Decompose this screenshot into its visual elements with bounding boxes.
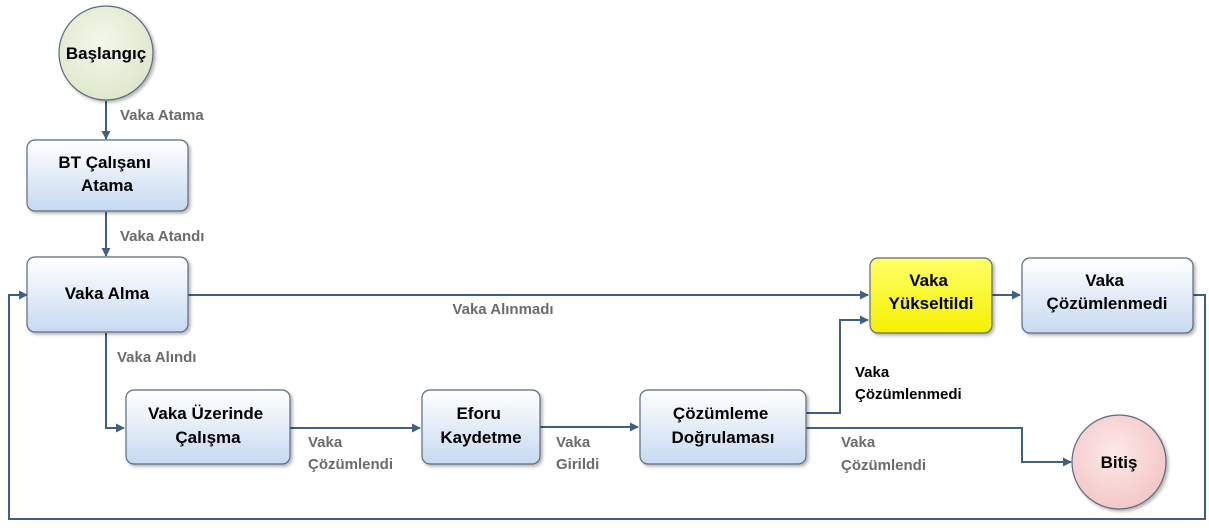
log-effort-box[interactable]: Eforu Kaydetme (421, 389, 541, 465)
label-case-not-received: Vaka Alınmadı (452, 301, 553, 318)
assign-it-staff-box[interactable]: BT Çalışanı Atama (26, 139, 189, 212)
label-case-received: Vaka Alındı (117, 349, 196, 366)
end-node[interactable]: Bitiş (1071, 414, 1167, 510)
case-escalated-label: Vaka Yükseltildi (888, 271, 973, 313)
end-node-label: Bitiş (1101, 453, 1138, 472)
label-verify-case-resolved: Vaka Çözümlendi (841, 434, 926, 474)
label-work-case-resolved: Vaka Çözümlendi (308, 434, 393, 473)
edge-verify-to-escalated (806, 315, 869, 414)
case-unresolved-box[interactable]: Vaka Çözümlenmedi (1021, 257, 1194, 334)
work-on-case-box[interactable]: Vaka Üzerinde Çalışma (125, 389, 291, 465)
resolution-verification-box[interactable]: Çözümleme Doğrulaması (639, 389, 807, 465)
edge-loop-back (8, 290, 1206, 520)
assign-it-staff-label: BT Çalışanı Atama (58, 153, 155, 195)
log-effort-label: Eforu Kaydetme (440, 404, 521, 447)
nodes: Başlangıç BT Çalışanı Atama Vaka Alma Va… (26, 5, 1194, 510)
work-on-case-label: Vaka Üzerinde Çalışma (148, 404, 268, 447)
label-case-entered: Vaka Girildi (556, 434, 599, 473)
case-unresolved-label: Vaka Çözümlenmedi (1047, 271, 1168, 313)
start-node-label: Başlangıç (66, 44, 146, 63)
start-node[interactable]: Başlangıç (58, 5, 154, 101)
label-case-assigned: Vaka Atandı (120, 228, 204, 245)
receive-case-box[interactable]: Vaka Alma (26, 256, 189, 333)
label-case-unresolved: Vaka Çözümlenmedi (855, 364, 962, 403)
connectors (8, 101, 1206, 520)
edge-verify-to-end (806, 427, 1072, 467)
receive-case-label: Vaka Alma (65, 284, 150, 303)
label-case-assignment: Vaka Atama (120, 107, 204, 124)
edge-receive-to-work (105, 333, 125, 433)
case-escalated-box[interactable]: Vaka Yükseltildi (869, 257, 993, 334)
resolution-verification-label: Çözümleme Doğrulaması (672, 404, 775, 447)
edge-labels: Vaka Atama Vaka Atandı Vaka Alınmadı Vak… (117, 107, 962, 474)
